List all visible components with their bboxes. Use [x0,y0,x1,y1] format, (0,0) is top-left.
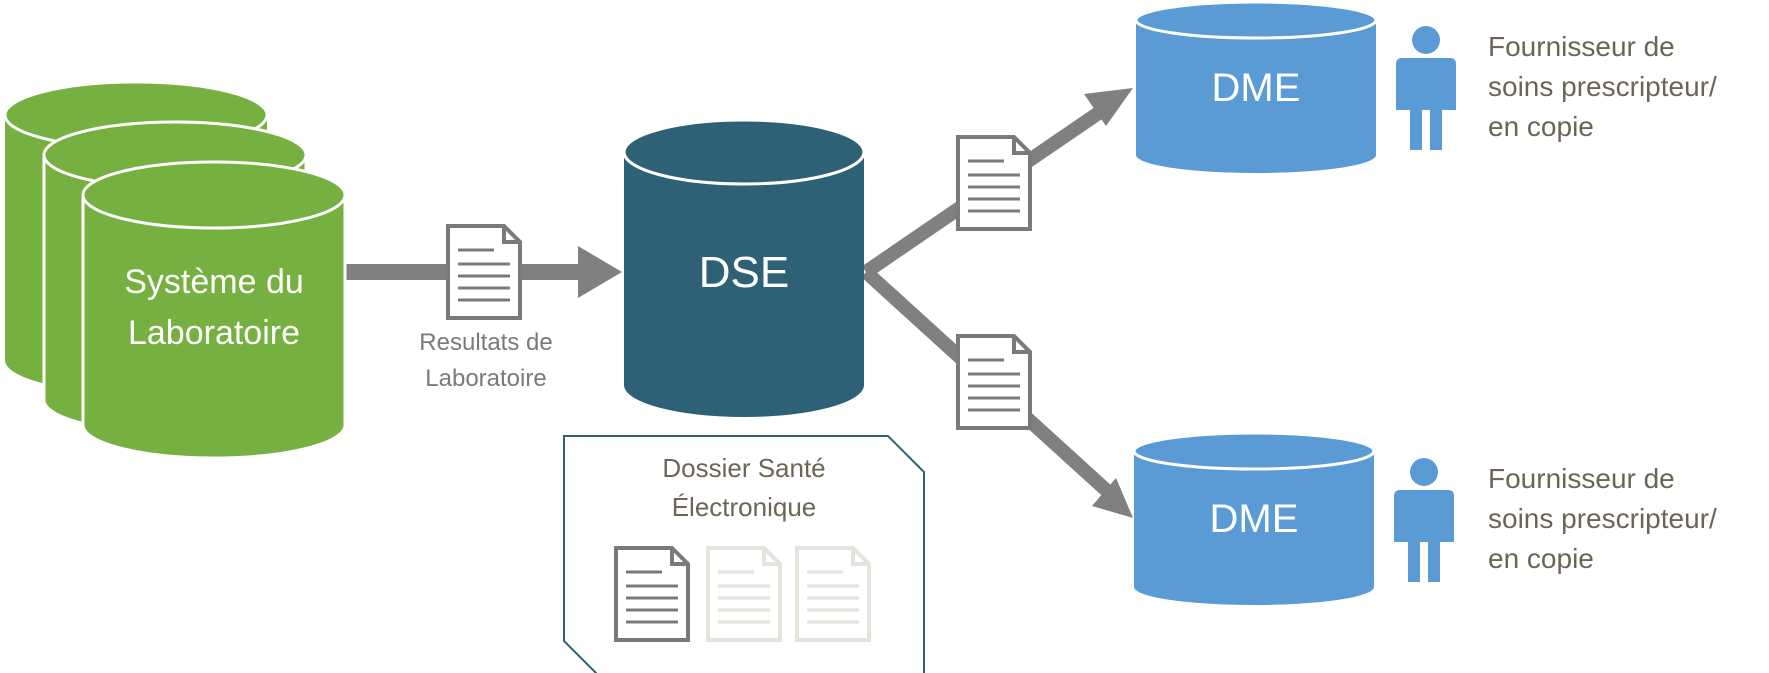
lab-system-label-line1: Système du [124,263,304,301]
lab-results-caption-line2: Laboratoire [425,365,546,392]
provider-bottom-line3: en copie [1488,543,1594,574]
document-icon [706,546,782,642]
dse-label: DSE [699,248,789,297]
lab-results-document: Resultats de Laboratoire [419,224,553,392]
provider-top-line2: soins prescripteur/ [1488,71,1717,102]
person-icon [1396,26,1456,150]
provider-bottom-line1: Fournisseur de [1488,463,1675,494]
person-icon [1394,458,1454,582]
document-icon [446,224,522,320]
document-icon [956,135,1032,231]
provider-top-line3: en copie [1488,111,1594,142]
dme-top-database: DME [1134,0,1378,173]
database-cylinder-icon [81,160,347,460]
lab-results-caption-line1: Resultats de [419,329,552,356]
database-cylinder-icon [622,118,866,417]
document-icon [956,334,1032,430]
dme-top-label: DME [1212,66,1301,110]
lab-system-database: Système du Laboratoire [3,80,347,460]
provider-top: Fournisseur de soins prescripteur/ en co… [1396,26,1717,150]
dossier-sante-panel: Dossier Santé Électronique [563,435,925,673]
database-cylinder-icon [1134,0,1378,173]
document-icon [614,546,690,642]
dossier-title-line2: Électronique [672,492,817,522]
dse-database: DSE [622,118,866,417]
provider-bottom-line2: soins prescripteur/ [1488,503,1717,534]
dme-bottom-label: DME [1210,497,1299,541]
document-icon [795,546,871,642]
dossier-title-line1: Dossier Santé [662,453,825,483]
database-cylinder-icon [1132,431,1376,605]
dme-bottom-database: DME [1132,431,1376,605]
lab-system-label-line2: Laboratoire [128,314,300,352]
provider-bottom: Fournisseur de soins prescripteur/ en co… [1394,458,1717,582]
provider-top-line1: Fournisseur de [1488,31,1675,62]
